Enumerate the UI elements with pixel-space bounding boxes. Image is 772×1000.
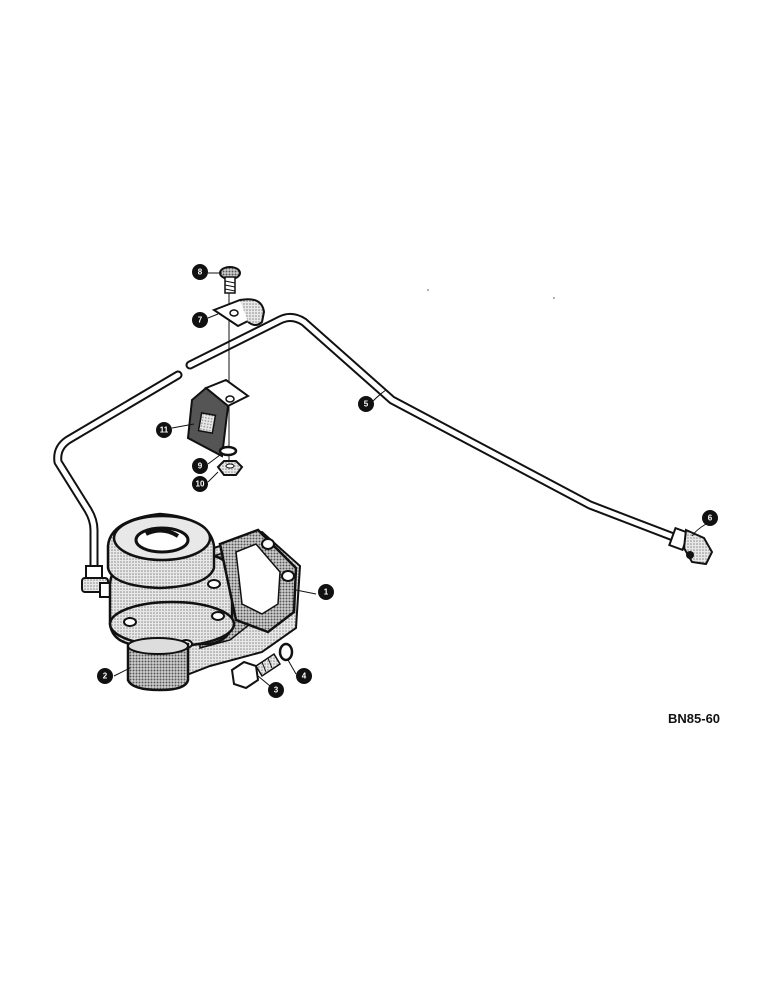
callout-11: 11 (156, 422, 172, 438)
callout-3-label: 3 (274, 686, 279, 695)
callout-9-label: 9 (198, 462, 203, 471)
drawing-code: BN85-60 (668, 711, 721, 726)
elbow-fitting (668, 526, 714, 566)
callout-1: 1 (318, 584, 334, 600)
inlet-elbow-fitting (81, 565, 117, 598)
callout-3: 3 (268, 682, 284, 698)
scan-speck (427, 289, 429, 291)
fuel-line (53, 312, 681, 577)
fuel-pump (106, 512, 302, 692)
callout-2-label: 2 (103, 672, 108, 681)
callout-4-label: 4 (302, 672, 307, 681)
scan-speck (553, 297, 555, 299)
line-clip (211, 298, 266, 328)
hex-nut (216, 460, 244, 476)
callout-9: 9 (192, 458, 208, 474)
screw (219, 266, 241, 294)
callout-2: 2 (97, 668, 113, 684)
callout-5: 5 (358, 396, 374, 412)
cap-screw (230, 652, 282, 690)
mounting-bracket (186, 378, 250, 458)
callout-8-label: 8 (198, 268, 203, 277)
lock-washer (218, 445, 238, 457)
callout-11-label: 11 (160, 426, 169, 435)
callout-7-label: 7 (198, 316, 203, 325)
leader-lines (113, 272, 707, 687)
callout-6: 6 (702, 510, 718, 526)
callout-1-label: 1 (324, 588, 329, 597)
plain-washer (278, 642, 294, 662)
callout-10-label: 10 (196, 480, 205, 489)
callout-6-label: 6 (708, 514, 713, 523)
callout-8: 8 (192, 264, 208, 280)
callout-5-label: 5 (364, 400, 369, 409)
callout-7: 7 (192, 312, 208, 328)
callout-4: 4 (296, 668, 312, 684)
callout-10: 10 (192, 476, 208, 492)
